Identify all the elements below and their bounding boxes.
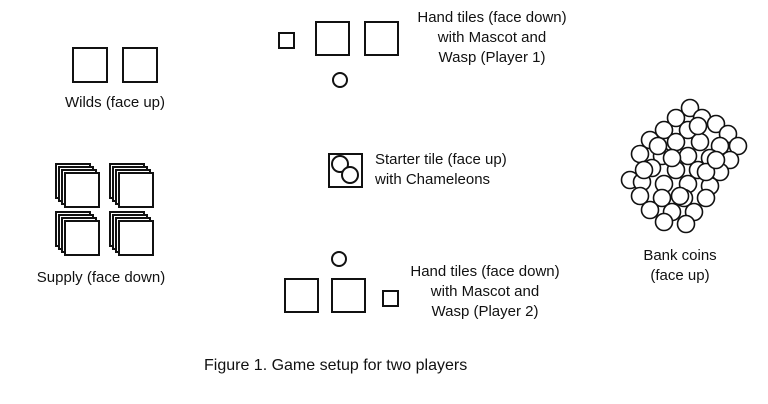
supply-label: Supply (face down) bbox=[36, 269, 166, 286]
bank-coin bbox=[648, 136, 668, 156]
bank-coin bbox=[662, 148, 682, 168]
starter-label-line: Starter tile (face up) bbox=[375, 151, 507, 168]
hand-tile bbox=[284, 278, 319, 313]
player2-label-line: Wasp (Player 2) bbox=[431, 303, 539, 320]
bank-coin bbox=[630, 144, 650, 164]
chameleon-token bbox=[341, 166, 359, 184]
mascot-token bbox=[332, 72, 348, 88]
player1-hand bbox=[278, 21, 399, 88]
wasp-tile bbox=[278, 32, 295, 49]
supply-stack bbox=[55, 211, 100, 256]
player1-label-line: with Mascot and bbox=[437, 29, 547, 46]
mascot-token bbox=[331, 251, 347, 267]
player1-label-line: Hand tiles (face down) bbox=[417, 9, 567, 26]
bank-coin bbox=[630, 186, 650, 206]
supply-stack bbox=[55, 163, 100, 208]
bank-coin bbox=[706, 150, 726, 170]
player2-hand bbox=[284, 251, 399, 313]
player2-label: Hand tiles (face down) with Mascot and W… bbox=[395, 262, 575, 322]
supply-stack bbox=[109, 163, 154, 208]
bank-coin bbox=[652, 188, 672, 208]
player2-label-line: with Mascot and bbox=[430, 283, 540, 300]
wasp-tile bbox=[382, 290, 399, 307]
wilds-tiles bbox=[72, 47, 158, 83]
wild-tile bbox=[72, 47, 108, 83]
bank-coin bbox=[728, 136, 748, 156]
chameleon-token bbox=[331, 155, 349, 173]
bank-coin bbox=[688, 116, 708, 136]
bank-coin bbox=[676, 214, 696, 234]
supply-stacks bbox=[55, 163, 154, 256]
bank-label: Bank coins (face up) bbox=[625, 246, 735, 286]
bank-coin bbox=[654, 120, 674, 140]
bank-coin bbox=[666, 108, 686, 128]
bank-coin bbox=[666, 132, 686, 152]
starter-label: Starter tile (face up) with Chameleons bbox=[375, 150, 535, 190]
bank-coins-pile bbox=[620, 98, 748, 234]
bank-coin bbox=[680, 98, 700, 118]
player2-label-line: Hand tiles (face down) bbox=[410, 263, 560, 280]
bank-coin bbox=[696, 188, 716, 208]
figure-caption: Figure 1. Game setup for two players bbox=[204, 357, 468, 374]
supply-stack bbox=[109, 211, 154, 256]
player1-label-line: Wasp (Player 1) bbox=[438, 49, 546, 66]
starter-label-line: with Chameleons bbox=[375, 171, 491, 188]
bank-coin bbox=[640, 200, 660, 220]
bank-label-line: (face up) bbox=[650, 267, 710, 284]
bank-coin bbox=[706, 114, 726, 134]
bank-coin bbox=[670, 186, 690, 206]
bank-label-line: Bank coins bbox=[643, 247, 717, 264]
hand-tile bbox=[331, 278, 366, 313]
starter-tile bbox=[328, 153, 363, 188]
wilds-label: Wilds (face up) bbox=[64, 94, 166, 111]
wild-tile bbox=[122, 47, 158, 83]
hand-tile bbox=[364, 21, 399, 56]
hand-tile bbox=[315, 21, 350, 56]
bank-coin bbox=[690, 132, 710, 152]
bank-coin bbox=[634, 160, 654, 180]
bank-coin bbox=[696, 162, 716, 182]
bank-coin bbox=[654, 212, 674, 232]
player1-label: Hand tiles (face down) with Mascot and W… bbox=[402, 8, 582, 68]
